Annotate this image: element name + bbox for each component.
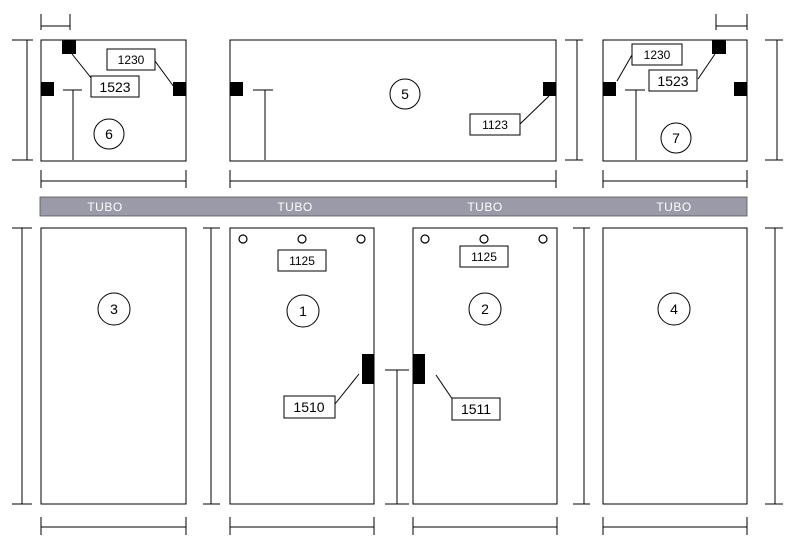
corner-offset-dimensions [40, 14, 748, 30]
panel-2-content: 1125 2 1511 [413, 234, 548, 421]
fitting-block [712, 40, 726, 54]
fitting-block [62, 40, 76, 54]
hole [297, 234, 307, 244]
panel-number-1: 1 [299, 303, 307, 319]
panel-5-hardware: 1123 5 [230, 78, 556, 160]
top-row-height-dimensions [12, 39, 783, 161]
fitting-block [173, 82, 186, 96]
hole [479, 234, 489, 244]
hole [356, 234, 366, 244]
fitting-block [41, 82, 54, 96]
code-label-1230: 1230 [118, 53, 145, 67]
fitting-block [603, 82, 616, 96]
code-label-1523: 1523 [99, 79, 130, 95]
tubo-label: TUBO [467, 200, 502, 214]
top-row-width-dimensions [40, 170, 748, 188]
panel-2 [412, 227, 558, 505]
fitting-block [734, 82, 747, 96]
panel-number-7: 7 [672, 130, 680, 146]
hole [538, 234, 548, 244]
hole [420, 234, 430, 244]
tubo-rail-bar [39, 196, 748, 217]
tubo-label: TUBO [656, 200, 691, 214]
code-label-1123: 1123 [482, 118, 508, 132]
bottom-row-width-dimensions [40, 517, 748, 535]
code-label-1125: 1125 [471, 250, 497, 264]
panel-4 [602, 227, 748, 505]
panel-6-hardware: 1230 1523 6 [41, 40, 186, 160]
panel-number-2: 2 [481, 301, 489, 317]
code-label-1230: 1230 [644, 48, 671, 62]
panel-7-hardware: 1230 1523 7 [603, 40, 747, 160]
hole [238, 234, 248, 244]
panel-3-content: 3 [97, 292, 131, 326]
code-label-1523: 1523 [657, 73, 688, 89]
fitting-block [543, 82, 556, 96]
tubo-label: TUBO [277, 200, 312, 214]
panel-number-3: 3 [110, 301, 118, 317]
panel-number-4: 4 [670, 301, 678, 317]
hinge-block [362, 354, 374, 384]
code-label-1511: 1511 [461, 401, 491, 417]
bottom-row-height-dimensions [12, 227, 783, 505]
panel-4-content: 4 [657, 292, 691, 326]
tubo-label: TUBO [87, 200, 122, 214]
panel-3 [40, 227, 187, 505]
code-label-1510: 1510 [293, 399, 324, 415]
hinge-block [413, 354, 425, 384]
fitting-block [230, 82, 243, 96]
panel-1-content: 1125 1 1510 [238, 234, 374, 419]
panel-1 [229, 227, 375, 505]
panel-number-6: 6 [105, 126, 113, 142]
panel-number-5: 5 [401, 86, 409, 102]
code-label-1125: 1125 [289, 254, 315, 268]
